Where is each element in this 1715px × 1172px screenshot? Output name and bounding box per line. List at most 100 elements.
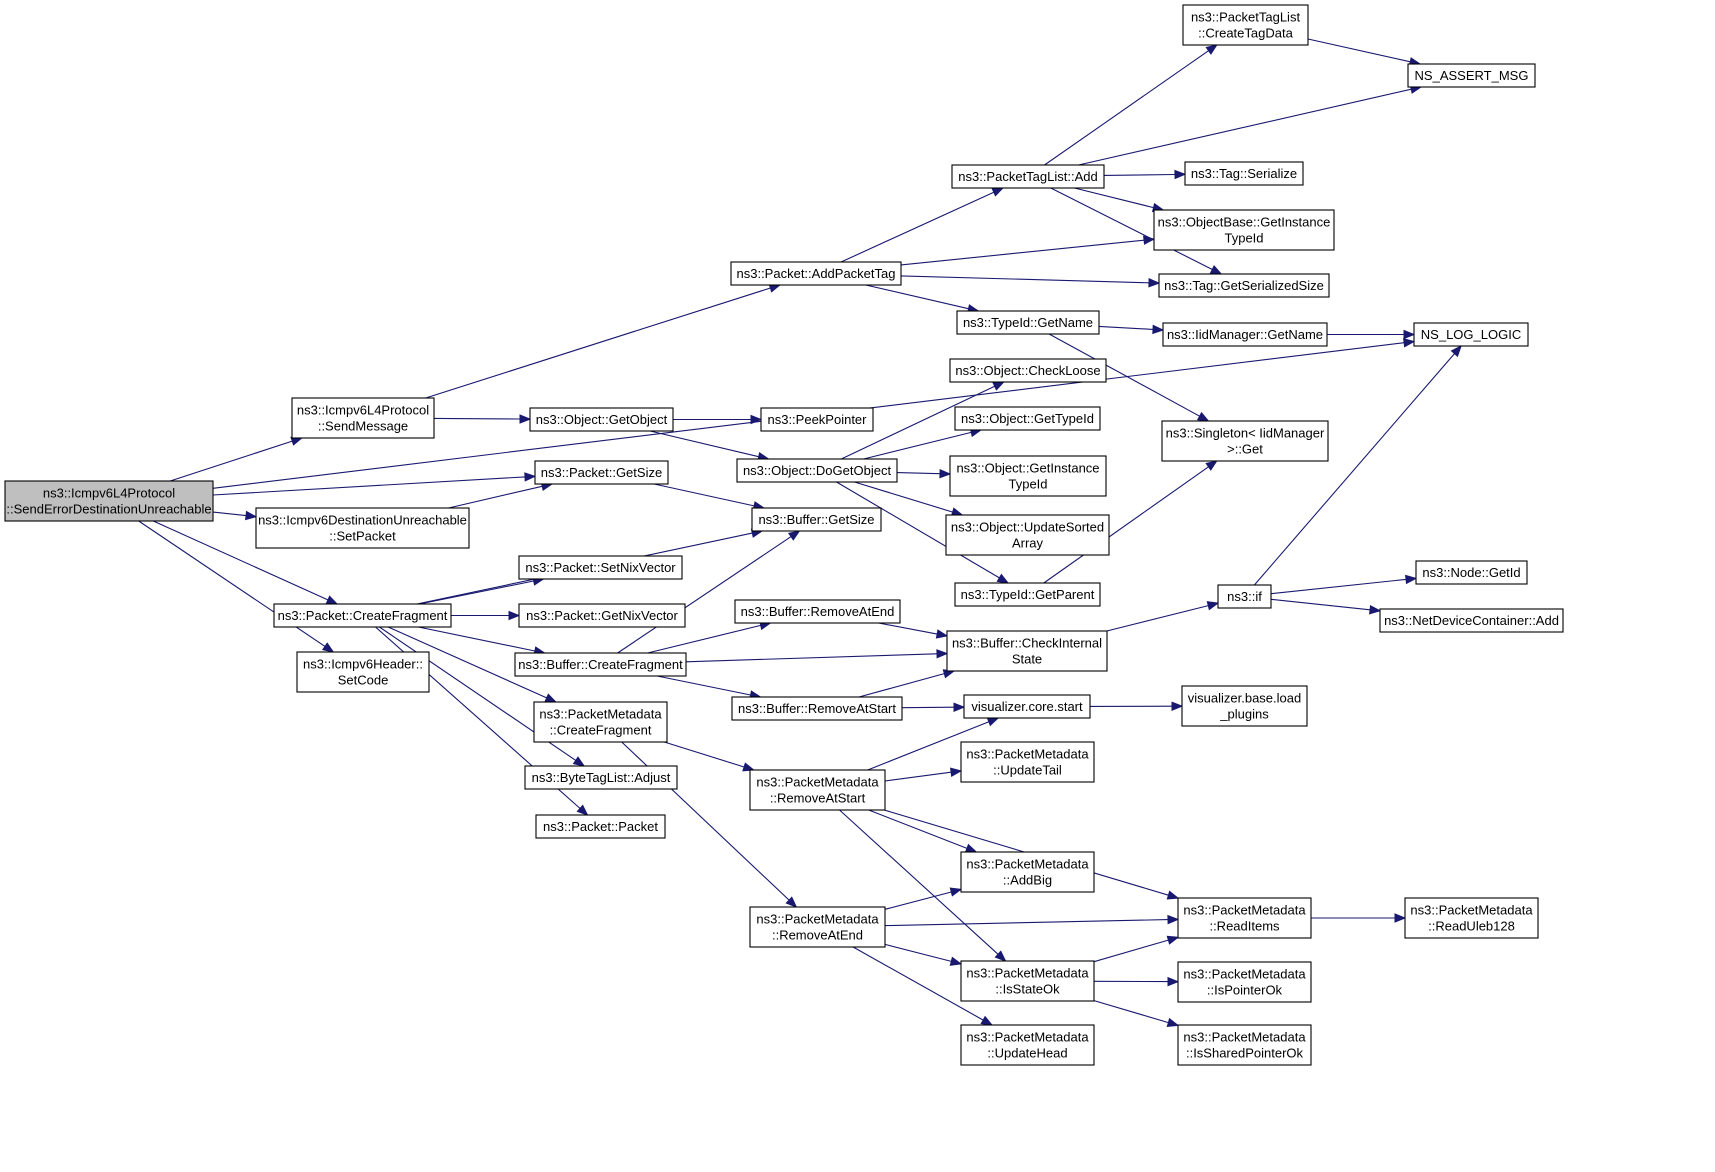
node-box[interactable] (255, 507, 470, 549)
node-box[interactable] (1404, 897, 1539, 939)
node-box[interactable] (960, 851, 1095, 893)
node-box[interactable] (1177, 1024, 1312, 1066)
node-getnix[interactable]: ns3::Packet::GetNixVector (518, 603, 686, 628)
node-box[interactable] (956, 310, 1100, 335)
node-box[interactable] (954, 582, 1101, 607)
node-box[interactable] (529, 407, 674, 432)
node-pm-ispointerok[interactable]: ns3::PacketMetadata::IsPointerOk (1177, 961, 1312, 1003)
node-box[interactable] (960, 1024, 1095, 1066)
node-box[interactable] (1158, 273, 1330, 298)
node-ndc-add[interactable]: ns3::NetDeviceContainer::Add (1379, 608, 1564, 633)
node-node-getid[interactable]: ns3::Node::GetId (1415, 560, 1528, 585)
node-checkloose[interactable]: ns3::Object::CheckLoose (949, 358, 1107, 383)
node-box[interactable] (736, 458, 898, 483)
node-ptl-createtagdata[interactable]: ns3::PacketTagList::CreateTagData (1182, 4, 1309, 46)
node-box[interactable] (946, 630, 1108, 672)
node-box[interactable] (731, 696, 903, 721)
node-pm-removeatend[interactable]: ns3::PacketMetadata::RemoveAtEnd (749, 906, 886, 948)
node-vis-base-load[interactable]: visualizer.base.load_plugins (1181, 685, 1308, 727)
node-peekpointer[interactable]: ns3::PeekPointer (760, 407, 874, 432)
node-box[interactable] (949, 358, 1107, 383)
node-box[interactable] (1379, 608, 1564, 633)
node-pm-issharedpointerok[interactable]: ns3::PacketMetadata::IsSharedPointerOk (1177, 1024, 1312, 1066)
node-box[interactable] (1184, 161, 1304, 186)
node-buf-removeatstart[interactable]: ns3::Buffer::RemoveAtStart (731, 696, 903, 721)
node-dogetobject[interactable]: ns3::Object::DoGetObject (736, 458, 898, 483)
node-typeid-getparent[interactable]: ns3::TypeId::GetParent (954, 582, 1101, 607)
node-pm-isstateok[interactable]: ns3::PacketMetadata::IsStateOk (960, 960, 1095, 1002)
node-box[interactable] (1177, 897, 1312, 939)
node-pm-addbig[interactable]: ns3::PacketMetadata::AddBig (960, 851, 1095, 893)
node-pm-createfragment[interactable]: ns3::PacketMetadata::CreateFragment (533, 701, 668, 743)
node-pm-removeatstart[interactable]: ns3::PacketMetadata::RemoveAtStart (749, 769, 886, 811)
node-getobject[interactable]: ns3::Object::GetObject (529, 407, 674, 432)
node-box[interactable] (524, 765, 678, 790)
node-box[interactable] (534, 460, 669, 485)
node-box[interactable] (960, 960, 1095, 1002)
node-setcode[interactable]: ns3::Icmpv6Header::SetCode (296, 651, 430, 693)
node-box[interactable] (535, 814, 666, 839)
node-box[interactable] (960, 741, 1095, 783)
node-box[interactable] (273, 603, 452, 628)
node-ns3-if[interactable]: ns3::if (1217, 584, 1272, 609)
node-addpackettag[interactable]: ns3::Packet::AddPacketTag (730, 261, 902, 286)
node-box[interactable] (1153, 209, 1335, 251)
node-box[interactable] (1181, 685, 1308, 727)
node-box[interactable] (963, 694, 1091, 719)
node-box[interactable] (1413, 322, 1529, 347)
node-ptl-add[interactable]: ns3::PacketTagList::Add (951, 164, 1105, 189)
node-root[interactable]: ns3::Icmpv6L4Protocol::SendErrorDestinat… (4, 480, 214, 522)
node-box[interactable] (514, 652, 687, 677)
node-box[interactable] (518, 555, 683, 580)
node-box[interactable] (949, 455, 1107, 497)
node-box[interactable] (749, 769, 886, 811)
node-box[interactable] (734, 599, 901, 624)
node-box[interactable] (760, 407, 874, 432)
node-iidmanager-getname[interactable]: ns3::IidManager::GetName (1162, 322, 1328, 347)
node-typeid-getname[interactable]: ns3::TypeId::GetName (956, 310, 1100, 335)
node-box[interactable] (1217, 584, 1272, 609)
node-pkt-packet[interactable]: ns3::Packet::Packet (535, 814, 666, 839)
node-sendmessage[interactable]: ns3::Icmpv6L4Protocol::SendMessage (291, 397, 435, 439)
node-tag-getserializedsize[interactable]: ns3::Tag::GetSerializedSize (1158, 273, 1330, 298)
node-pm-readuleb128[interactable]: ns3::PacketMetadata::ReadUleb128 (1404, 897, 1539, 939)
node-buf-getsize[interactable]: ns3::Buffer::GetSize (751, 507, 882, 532)
node-box[interactable] (533, 701, 668, 743)
node-box[interactable] (296, 651, 430, 693)
node-ns-log-logic[interactable]: NS_LOG_LOGIC (1413, 322, 1529, 347)
node-pkt-getsize[interactable]: ns3::Packet::GetSize (534, 460, 669, 485)
node-box[interactable] (954, 406, 1101, 431)
node-tag-serialize[interactable]: ns3::Tag::Serialize (1184, 161, 1304, 186)
node-createfragment[interactable]: ns3::Packet::CreateFragment (273, 603, 452, 628)
node-box[interactable] (951, 164, 1105, 189)
node-box[interactable] (730, 261, 902, 286)
node-pm-updatetail[interactable]: ns3::PacketMetadata::UpdateTail (960, 741, 1095, 783)
node-box[interactable] (751, 507, 882, 532)
node-pm-readitems[interactable]: ns3::PacketMetadata::ReadItems (1177, 897, 1312, 939)
node-box[interactable] (518, 603, 686, 628)
node-buf-removeatend[interactable]: ns3::Buffer::RemoveAtEnd (734, 599, 901, 624)
node-du-setpacket[interactable]: ns3::Icmpv6DestinationUnreachable::SetPa… (255, 507, 470, 549)
node-box[interactable] (749, 906, 886, 948)
node-singleton-get[interactable]: ns3::Singleton< IidManager>::Get (1161, 420, 1329, 462)
node-box[interactable] (1182, 4, 1309, 46)
node-box[interactable] (4, 480, 214, 522)
node-box[interactable] (1161, 420, 1329, 462)
node-setnix[interactable]: ns3::Packet::SetNixVector (518, 555, 683, 580)
node-pm-updatehead[interactable]: ns3::PacketMetadata::UpdateHead (960, 1024, 1095, 1066)
node-box[interactable] (1407, 63, 1536, 88)
node-box[interactable] (945, 514, 1110, 556)
node-ns-assert-msg[interactable]: NS_ASSERT_MSG (1407, 63, 1536, 88)
node-box[interactable] (1415, 560, 1528, 585)
node-box[interactable] (1177, 961, 1312, 1003)
node-obj-gettypeid[interactable]: ns3::Object::GetTypeId (954, 406, 1101, 431)
node-vis-core-start[interactable]: visualizer.core.start (963, 694, 1091, 719)
node-box[interactable] (1162, 322, 1328, 347)
node-buf-createfragment[interactable]: ns3::Buffer::CreateFragment (514, 652, 687, 677)
node-box[interactable] (291, 397, 435, 439)
node-bytetag-adjust[interactable]: ns3::ByteTagList::Adjust (524, 765, 678, 790)
